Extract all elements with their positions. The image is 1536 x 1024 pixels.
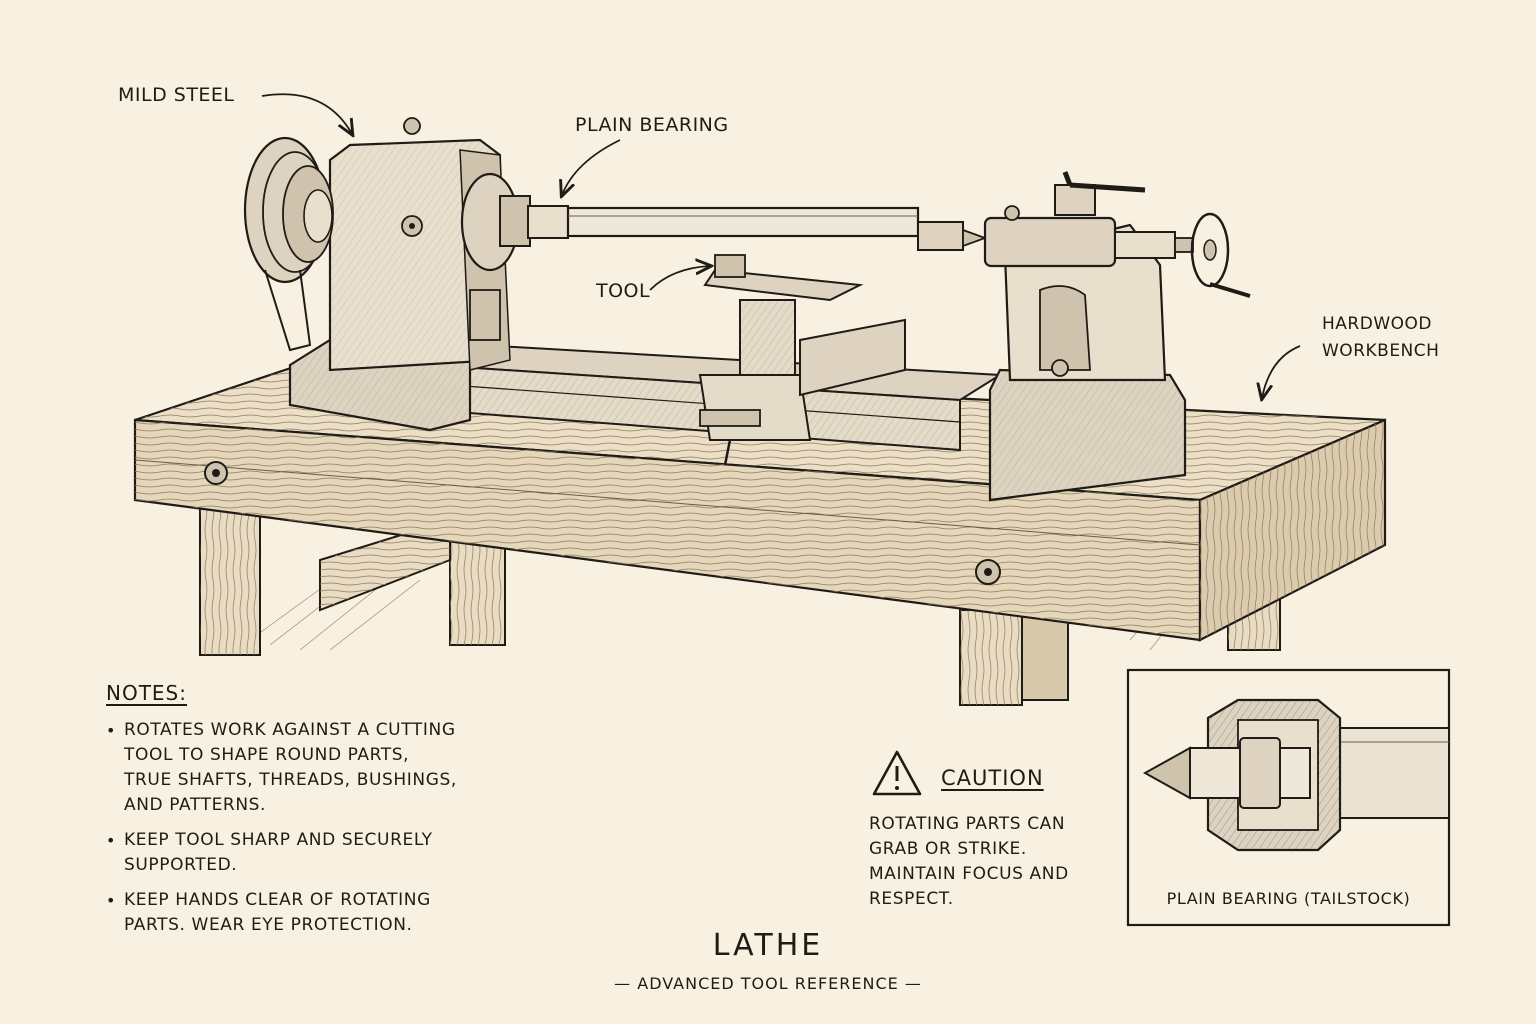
notes-title: NOTES: <box>106 681 187 705</box>
note-item: KEEP HANDS CLEAR OF ROTATING PARTS. WEAR… <box>104 888 504 938</box>
label-hardwood: HARDWOOD <box>1322 314 1432 334</box>
page-subtitle: — ADVANCED TOOL REFERENCE — <box>614 974 922 993</box>
label-mild-steel: MILD STEEL <box>118 84 235 106</box>
mild-steel-shaft <box>566 206 988 251</box>
tool-rest-carriage <box>698 254 906 466</box>
note-item: ROTATES WORK AGAINST A CUTTING TOOL TO S… <box>104 718 504 818</box>
page-title: LATHE <box>712 928 824 963</box>
label-plain-bearing: PLAIN BEARING <box>575 114 729 136</box>
lathe-bed <box>429 343 1004 452</box>
caution-title: CAUTION <box>941 766 1044 790</box>
drive-pulley <box>243 136 334 352</box>
inset-caption: PLAIN BEARING (TAILSTOCK) <box>1166 889 1411 908</box>
note-item: KEEP TOOL SHARP AND SECURELY SUPPORTED. <box>104 828 504 878</box>
caution-body: ROTATING PARTS CAN GRAB OR STRIKE. MAINT… <box>869 814 1069 909</box>
tailstock <box>983 171 1251 502</box>
callout-arrows <box>261 93 1301 398</box>
notes-list: ROTATES WORK AGAINST A CUTTING TOOL TO S… <box>104 718 504 948</box>
label-tool: TOOL <box>596 280 651 302</box>
warning-triangle-icon <box>872 750 922 796</box>
inset-detail-plain-bearing <box>1126 668 1451 927</box>
label-workbench: WORKBENCH <box>1322 341 1440 361</box>
spindle-chuck <box>460 172 569 272</box>
